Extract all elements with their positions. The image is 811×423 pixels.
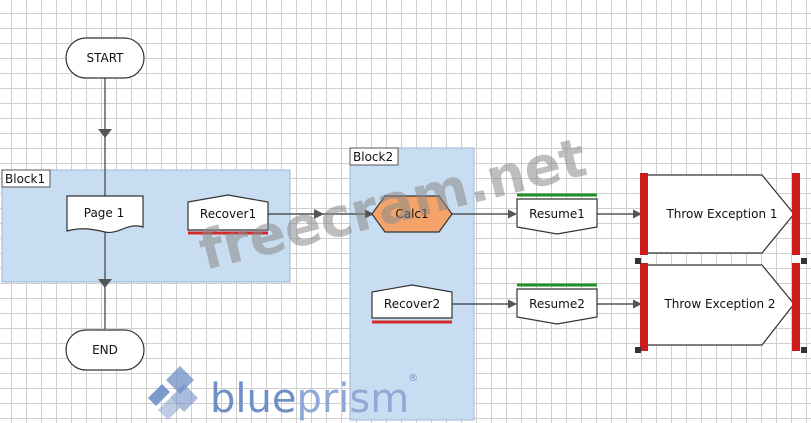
block2-label-box	[349, 147, 399, 166]
throw-exception1-left-bar	[640, 173, 648, 255]
block2[interactable]: Block2	[349, 147, 475, 421]
logo-wordmark-blue: blue	[210, 376, 296, 422]
throw-exception1-right-bar	[792, 173, 800, 255]
throw-exception2-label: Throw Exception 2	[663, 297, 775, 311]
throw-exception2-left-bar	[640, 263, 648, 351]
recover2-label: Recover2	[384, 297, 440, 311]
link-arrow-down-2	[98, 279, 112, 288]
logo-wordmark: blueprism	[210, 376, 409, 422]
selection-handle[interactable]	[801, 258, 807, 264]
block1-label-box	[1, 169, 51, 188]
block1-label: Block1	[5, 172, 45, 186]
block2-label: Block2	[353, 150, 393, 164]
blueprism-logo-icon	[148, 366, 198, 420]
end-label: END	[92, 343, 118, 357]
selection-handle[interactable]	[801, 347, 807, 353]
resume2-label: Resume2	[529, 297, 585, 311]
link-arrow-down-1	[98, 129, 112, 138]
link-arrow-right-mid	[314, 209, 324, 219]
start-stage[interactable]: START	[65, 37, 145, 79]
calc1-stage[interactable]: Calc1	[371, 195, 453, 233]
page1-stage[interactable]: Page 1	[66, 195, 144, 234]
start-label: START	[86, 51, 124, 65]
throw-exception1-label: Throw Exception 1	[665, 207, 777, 221]
recover1-stage[interactable]: Recover1	[187, 194, 269, 235]
resume1-stage[interactable]: Resume1	[516, 193, 598, 235]
logo-wordmark-prism: prism	[296, 376, 409, 422]
recover1-label: Recover1	[200, 207, 256, 221]
resume1-label: Resume1	[529, 207, 585, 221]
calc1-label: Calc1	[395, 207, 428, 221]
end-stage[interactable]: END	[65, 329, 145, 371]
logo-registered-mark: ®	[408, 373, 418, 384]
resume2-stage[interactable]: Resume2	[516, 283, 598, 325]
throw-exception2-right-bar	[792, 263, 800, 351]
links	[98, 78, 642, 329]
selection-handle[interactable]	[635, 347, 641, 353]
selection-handles	[635, 258, 807, 353]
throw-exception2-stage[interactable]: Throw Exception 2	[640, 263, 800, 351]
blueprism-logo: blueprism ®	[148, 366, 418, 422]
throw-exception1-stage[interactable]: Throw Exception 1	[640, 173, 800, 255]
recover2-stage[interactable]: Recover2	[371, 284, 453, 324]
selection-handle[interactable]	[635, 258, 641, 264]
page1-label: Page 1	[84, 206, 125, 220]
